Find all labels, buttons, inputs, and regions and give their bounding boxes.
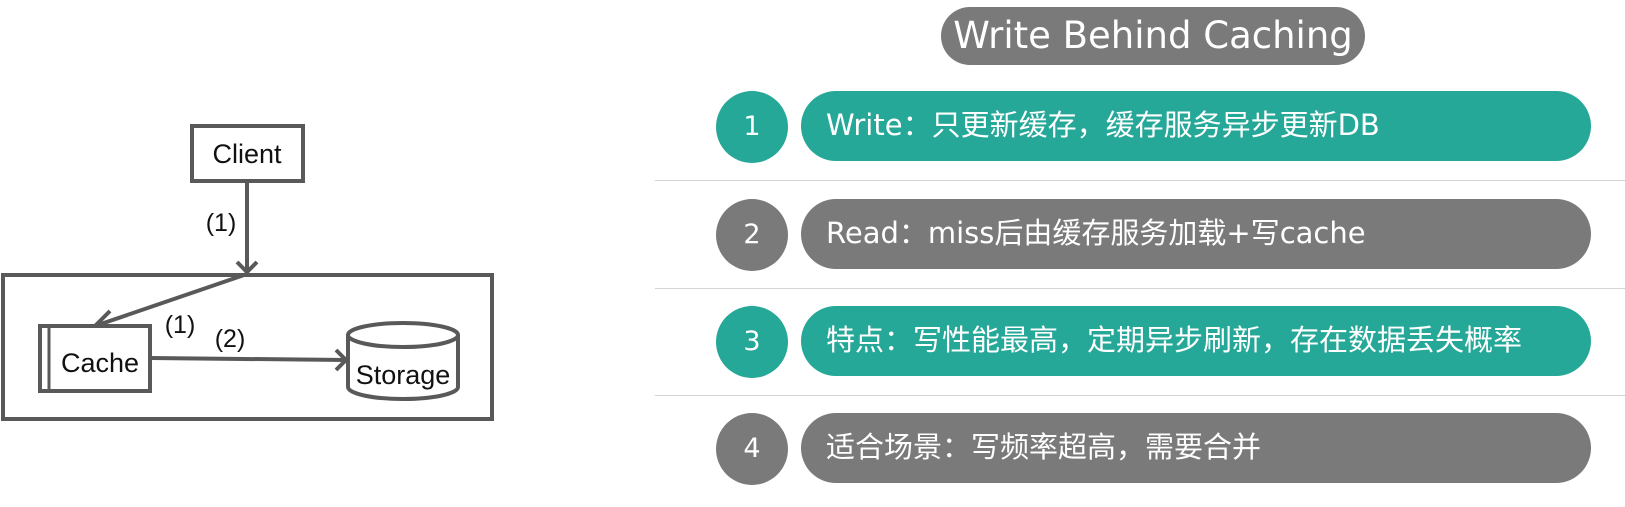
system-to-cache-arrow: [94, 272, 248, 328]
system-boundary-box: [1, 273, 494, 421]
step-label-storage: (2): [215, 325, 246, 353]
item-row-2: 2 Read：miss后由缓存服务加载+写cache: [716, 199, 1625, 271]
item-number-2: 2: [716, 199, 788, 271]
storage-cylinder: [346, 321, 460, 401]
cache-box: [38, 324, 152, 393]
item-number-1: 1: [716, 91, 788, 163]
write-behind-diagram: Client (1) (1) Cache (2) Storage: [1, 124, 494, 421]
step-label-client: (1): [206, 209, 237, 237]
cache-label: Cache: [61, 348, 139, 378]
item-row-4: 4 适合场景：写频率超高，需要合并: [716, 413, 1625, 485]
divider-3: [655, 395, 1625, 396]
storage-label: Storage: [356, 360, 451, 390]
item-number-4: 4: [716, 413, 788, 485]
client-label: Client: [212, 139, 282, 169]
item-number-3: 3: [716, 306, 788, 378]
divider-2: [655, 288, 1625, 289]
client-to-system-arrowhead: [235, 260, 259, 275]
cache-to-storage-arrow: [149, 356, 347, 362]
item-row-3: 3 特点：写性能最高，定期异步刷新，存在数据丢失概率: [716, 306, 1625, 378]
item-text-4: 适合场景：写频率超高，需要合并: [801, 413, 1591, 483]
title-pill: Write Behind Caching: [941, 7, 1365, 65]
item-text-3: 特点：写性能最高，定期异步刷新，存在数据丢失概率: [801, 306, 1591, 376]
item-text-2: Read：miss后由缓存服务加载+写cache: [801, 199, 1591, 269]
step-label-cache: (1): [165, 311, 196, 339]
item-row-1: 1 Write：只更新缓存，缓存服务异步更新DB: [716, 91, 1625, 163]
divider-1: [655, 180, 1625, 181]
item-text-1: Write：只更新缓存，缓存服务异步更新DB: [801, 91, 1591, 161]
